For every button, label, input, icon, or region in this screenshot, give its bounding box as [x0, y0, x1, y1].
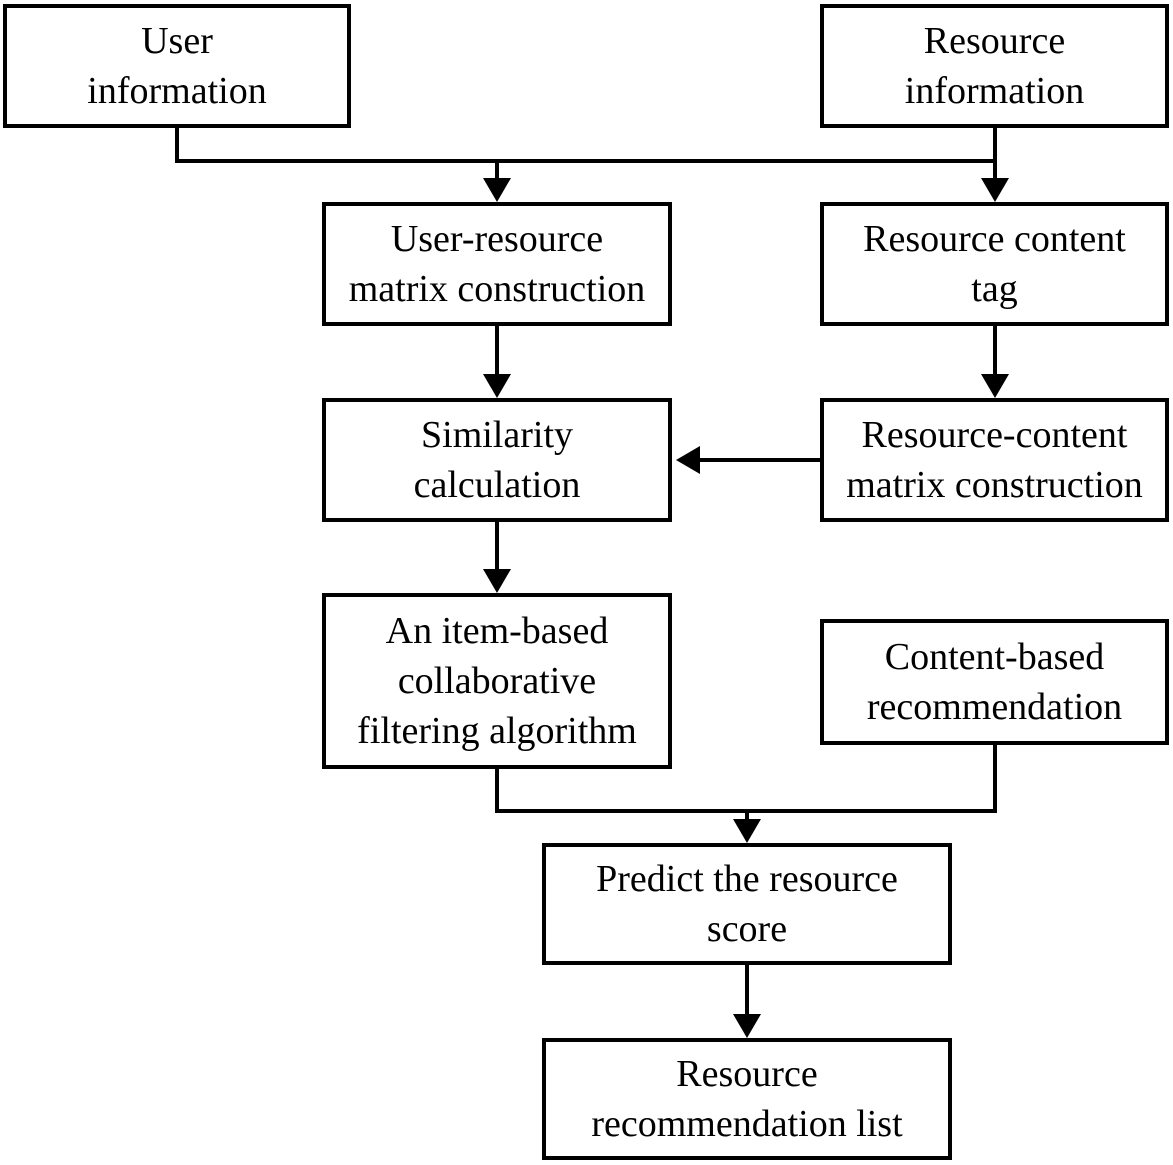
node-label-line: User-resource — [390, 218, 604, 260]
node-label-line: Resource-content — [861, 414, 1128, 456]
node-label-line: information — [87, 70, 267, 112]
node-resource-information: Resource information — [820, 4, 1169, 128]
node-label-line: Content-based — [884, 636, 1105, 678]
node-label-line: recommendation — [866, 686, 1123, 728]
arrow-left-icon — [676, 446, 700, 474]
node-label-line: Predict the resource — [596, 858, 898, 900]
node-label-line: recommendation list — [591, 1103, 903, 1145]
node-similarity-calculation: Similarity calculation — [322, 398, 672, 522]
node-user-resource-matrix-construction: User-resource matrix construction — [322, 202, 672, 326]
node-label-line: Resource content — [863, 218, 1126, 260]
arrow-down-icon — [981, 374, 1009, 398]
node-label-line: Similarity — [421, 414, 573, 456]
node-item-based-collaborative-filtering: An item-based collaborative filtering al… — [322, 593, 672, 769]
node-label-line: tag — [971, 268, 1018, 310]
node-label-line: matrix construction — [348, 268, 646, 310]
arrow-down-icon — [483, 374, 511, 398]
node-resource-content-tag: Resource content tag — [820, 202, 1169, 326]
node-label-line: User — [141, 20, 213, 62]
node-label-line: score — [706, 908, 788, 950]
node-content-based-recommendation: Content-based recommendation — [820, 619, 1169, 745]
arrow-down-icon — [483, 178, 511, 202]
node-label-line: calculation — [413, 464, 581, 506]
edge-user-info-join — [175, 128, 995, 163]
node-label-line: filtering algorithm — [357, 710, 637, 752]
node-resource-content-matrix-construction: Resource-content matrix construction — [820, 398, 1169, 522]
node-label-line: matrix construction — [846, 464, 1143, 506]
node-label-line: Resource — [676, 1053, 818, 1095]
arrow-down-icon — [981, 178, 1009, 202]
arrow-down-icon — [483, 569, 511, 593]
node-predict-resource-score: Predict the resource score — [542, 843, 952, 965]
node-label-line: An item-based — [385, 610, 609, 652]
node-user-information: User information — [3, 4, 351, 128]
arrow-down-icon — [733, 819, 761, 843]
node-label-line: collaborative — [397, 660, 597, 702]
node-label-line: Resource — [923, 20, 1066, 62]
node-resource-recommendation-list: Resource recommendation list — [542, 1038, 952, 1160]
arrow-down-icon — [733, 1014, 761, 1038]
node-label-line: information — [904, 70, 1085, 112]
